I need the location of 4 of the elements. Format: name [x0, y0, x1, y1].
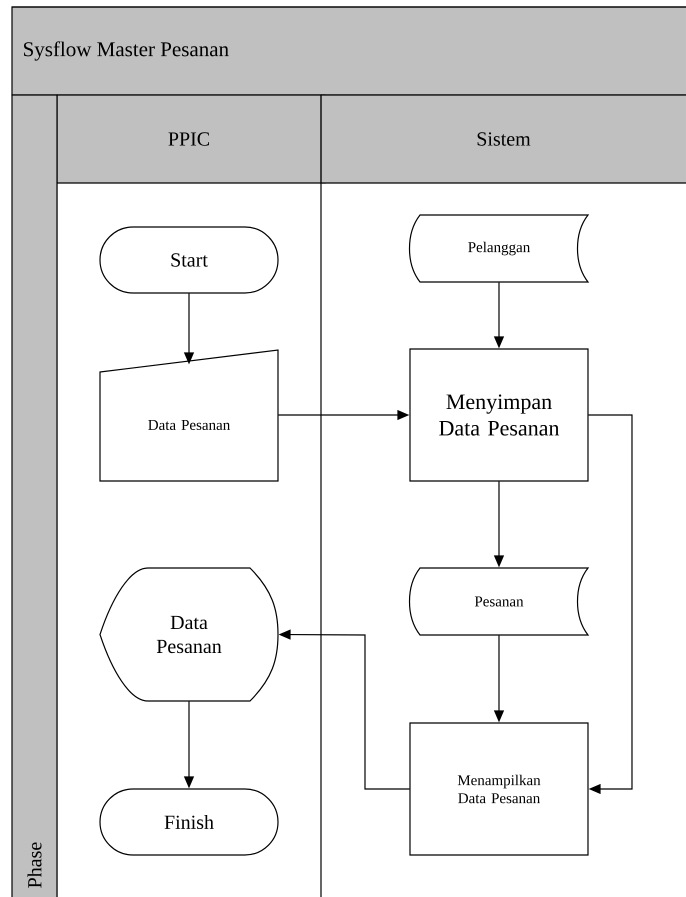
- arrow: [588, 414, 633, 794]
- process-box: Menyimpan Data Pesanan: [409, 348, 589, 482]
- process-box: Menampilkan Data Pesanan: [409, 722, 589, 856]
- phase-band: Phase: [11, 94, 58, 897]
